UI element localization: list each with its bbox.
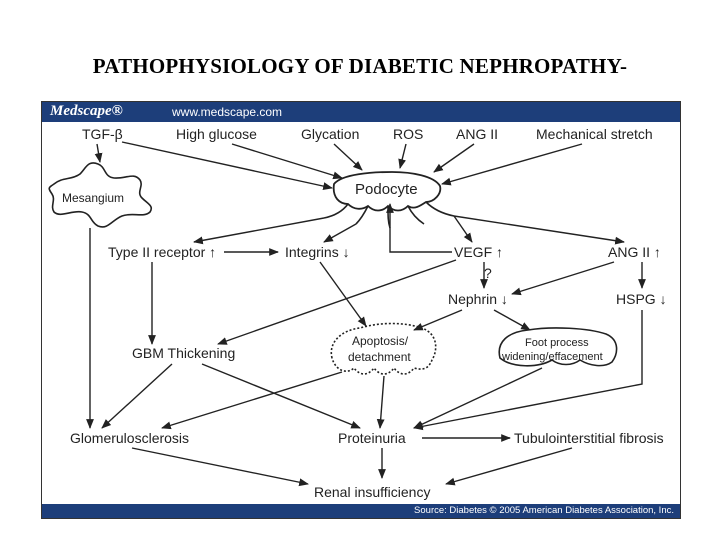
pathophysiology-diagram: TGF-β High glucose Glycation ROS ANG II … [48, 126, 667, 500]
node-integrins: Integrins ↓ [285, 244, 350, 260]
arrow-stretch-to-podocyte [441, 143, 583, 186]
node-apoptosis-line1: Apoptosis/ [352, 334, 409, 348]
arrows [86, 141, 646, 487]
arrow-vegf-to-gbm [217, 259, 457, 345]
node-vegf: VEGF ↑ [454, 244, 503, 260]
node-renal-insufficiency: Renal insufficiency [314, 484, 430, 500]
arrow-podocyte-to-type2 [193, 217, 325, 245]
arrow-podocyte-to-ang2 [453, 215, 625, 245]
arrow-ang2-to-podocyte [433, 143, 475, 173]
page-title: PATHOPHYSIOLOGY OF DIABETIC NEPHROPATHY- [92, 54, 628, 78]
mesangium-cell-shape [48, 162, 153, 228]
arrow-tgf-to-mesangium [94, 143, 103, 163]
node-glycation: Glycation [301, 126, 359, 142]
node-ros: ROS [393, 126, 423, 142]
arrow-glomerulosclerosis-to-renal [131, 447, 309, 487]
arrow-foot-to-proteinuria [413, 367, 543, 429]
arrow-ang2-to-nephrin [511, 261, 615, 296]
arrow-ros-to-podocyte [398, 143, 407, 169]
arrow-nephrin-to-foot [493, 309, 531, 331]
node-podocyte: Podocyte [355, 181, 418, 198]
arrow-glucose-to-podocyte [231, 143, 343, 180]
node-glomerulosclerosis: Glomerulosclerosis [70, 430, 189, 446]
header-bar: Medscape® www.medscape.com [42, 102, 680, 122]
arrow-nephrin-to-apoptosis [413, 309, 463, 331]
source-credit: Source: Diabetes © 2005 American Diabete… [414, 505, 674, 516]
arrow-tubulo-to-renal [445, 447, 573, 486]
node-tgf-beta: TGF-β [82, 126, 123, 142]
arrow-podocyte-to-vegf [453, 215, 473, 243]
node-foot-line2: widening/effacement [501, 351, 603, 363]
node-mechanical-stretch: Mechanical stretch [536, 126, 653, 142]
node-high-glucose: High glucose [176, 126, 257, 142]
node-mesangium: Mesangium [62, 191, 124, 205]
node-proteinuria: Proteinuria [338, 430, 406, 446]
apoptosis-cloud-shape [330, 322, 437, 375]
node-tubulointerstitial-fibrosis: Tubulointerstitial fibrosis [514, 430, 664, 446]
arrow-podocyte-to-integrins [323, 223, 357, 243]
footer-bar: Source: Diabetes © 2005 American Diabete… [42, 504, 680, 518]
arrow-tgf-to-podocyte [121, 141, 333, 190]
site-url: www.medscape.com [172, 105, 283, 119]
node-type2-receptor: Type II receptor ↑ [108, 244, 216, 260]
node-apoptosis-line2: detachment [348, 350, 411, 364]
node-ang2-top: ANG II [456, 126, 498, 142]
node-question: ? [484, 265, 492, 281]
node-hspg: HSPG ↓ [616, 291, 667, 307]
arrow-apoptosis-to-glomerulosclerosis [161, 371, 343, 430]
node-ang2-mid: ANG II ↑ [608, 244, 661, 260]
figure-frame: Medscape® www.medscape.com TGF-β High gl… [41, 101, 681, 519]
arrow-gbm-to-proteinuria [201, 363, 361, 429]
arrow-vegf-to-podocyte [386, 203, 452, 253]
node-gbm-thickening: GBM Thickening [132, 345, 235, 361]
node-nephrin: Nephrin ↓ [448, 291, 508, 307]
arrow-integrins-to-apoptosis [319, 261, 367, 327]
medscape-logo: Medscape® [50, 103, 123, 119]
arrow-glycation-to-podocyte [333, 143, 363, 171]
arrow-gbm-to-glomerulosclerosis [101, 363, 173, 429]
node-foot-line1: Foot process [525, 337, 589, 349]
arrow-hspg-to-proteinuria [413, 310, 643, 431]
arrow-apoptosis-to-proteinuria [376, 375, 385, 429]
